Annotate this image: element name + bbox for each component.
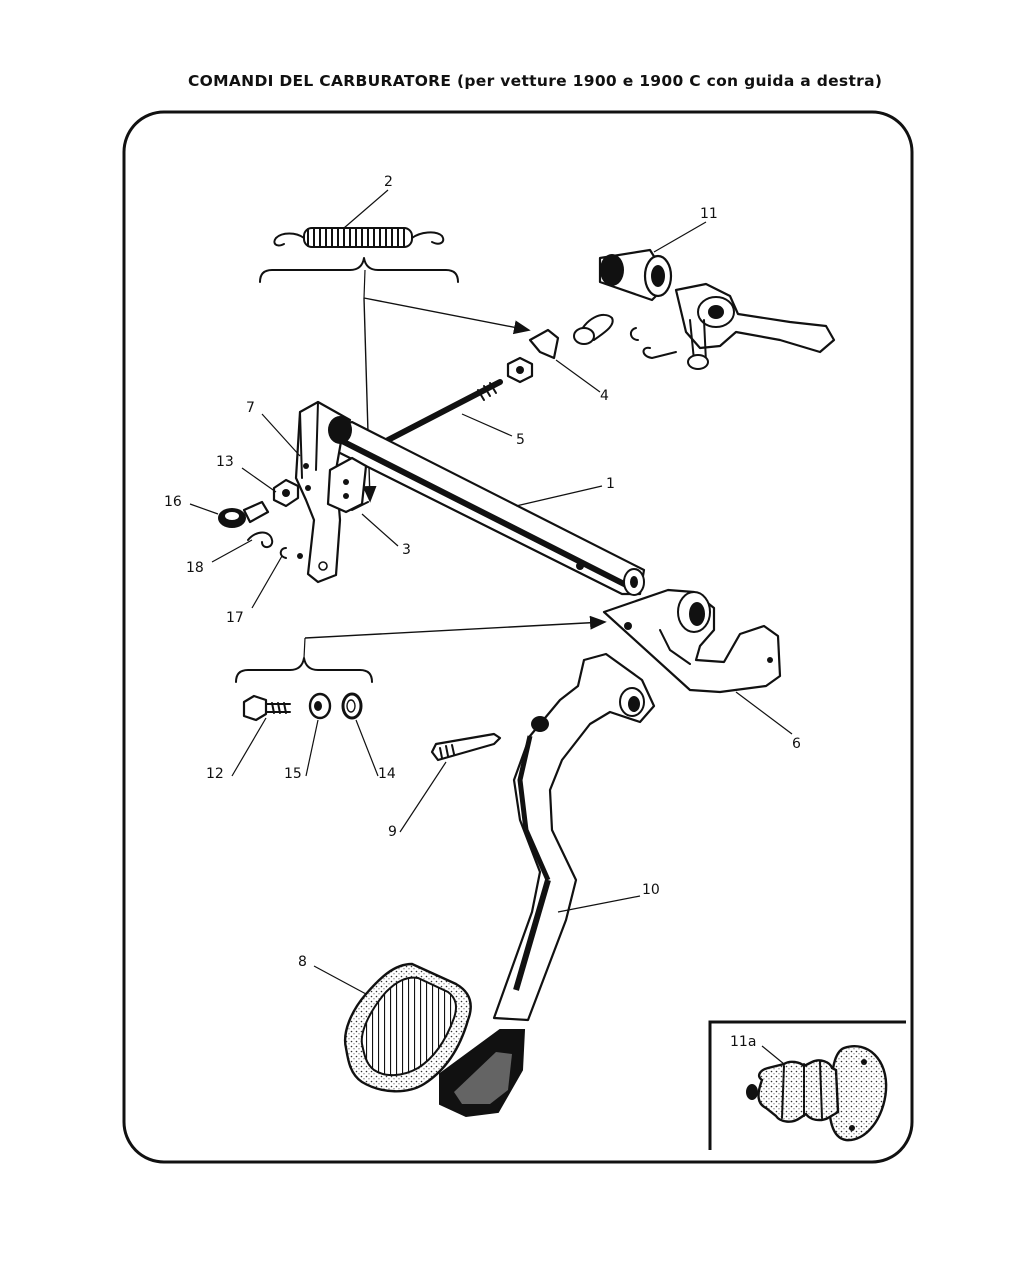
part-11a-rubber-boot [746,1045,888,1142]
brace-fasteners [235,657,373,683]
callout-2: 2 [384,174,393,190]
part-11-bushing-lever [598,248,836,370]
part-16-ball-stud [218,500,270,528]
callout-11: 11 [700,206,718,222]
diagram-frame [122,110,914,1164]
part-2-spring [273,227,445,248]
callout-7: 7 [246,400,255,416]
callout-16: 16 [164,494,182,510]
part-18-clip [247,531,274,548]
callout-3: 3 [402,542,411,558]
inset-box-11a [708,1020,906,1150]
callout-17: 17 [226,610,244,626]
part-15-washer [308,692,332,720]
leader-lines [189,189,793,1065]
callout-15: 15 [284,766,302,782]
page-title: COMANDI DEL CARBURATORE (per vetture 190… [188,72,883,90]
callout-4: 4 [600,388,609,404]
part-5-rod [385,379,503,443]
callout-14: 14 [378,766,396,782]
part-9-pin [430,732,502,762]
part-3-bracket [326,456,369,514]
callout-10: 10 [642,882,660,898]
part-6-pedal-bracket [602,588,782,694]
part-1-main-shaft [328,420,646,596]
part-13-bushing [272,478,300,508]
callout-8: 8 [298,954,307,970]
callout-13: 13 [216,454,234,470]
part-10-pedal-arm [492,652,656,1022]
part-14-washer [341,692,363,720]
callout-6: 6 [792,736,801,752]
callout-18: 18 [186,560,204,576]
callout-1: 1 [606,476,615,492]
brace-spring [259,257,459,283]
part-7-support-bracket [294,400,352,584]
part-12-bolt [242,694,291,722]
part-17-circlip [279,547,303,559]
callout-5: 5 [516,432,525,448]
callout-12: 12 [206,766,224,782]
callout-11a: 11a [730,1034,756,1050]
part-8-pedal-pad [343,962,526,1118]
part-4-bracket-joint [506,313,677,384]
callout-9: 9 [388,824,397,840]
